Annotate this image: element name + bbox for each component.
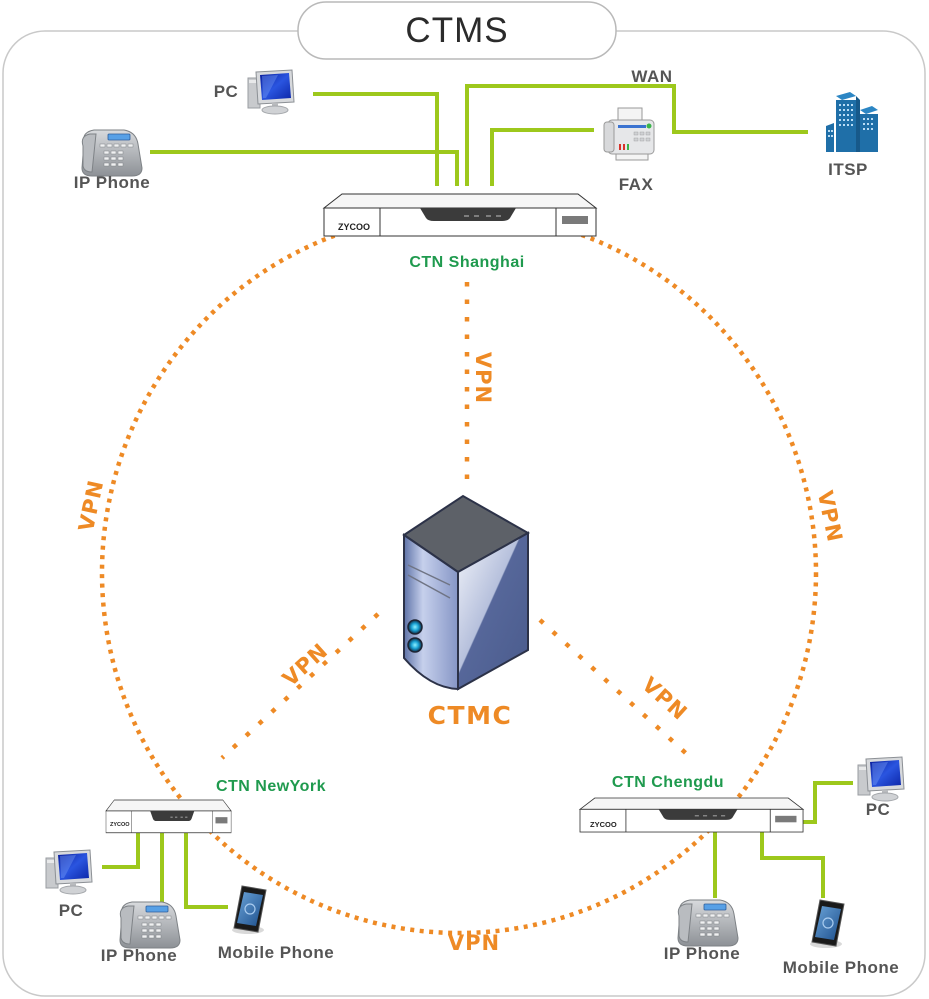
ctn-newyork-brand: ZYCOO — [110, 822, 130, 828]
vpn-label-ring-bottom: VPN — [448, 931, 500, 955]
shanghai-wires — [150, 84, 808, 186]
newyork-ip-phone: IP Phone — [101, 901, 181, 965]
ip-phone-icon — [119, 901, 181, 949]
vpn-spoke-left — [220, 612, 380, 760]
ctn-newyork-label: CTN NewYork — [216, 778, 326, 795]
ip-phone-icon — [677, 899, 739, 947]
shanghai-pc-label: PC — [214, 82, 239, 101]
shanghai-ip-phone: IP Phone — [74, 129, 150, 192]
server-icon — [402, 494, 531, 691]
ctmc-label: CTMC — [428, 701, 513, 730]
ctn-shanghai-brand: ZYCOO — [338, 222, 370, 232]
shanghai-pc: PC — [214, 69, 295, 115]
newyork-mobile: Mobile Phone — [218, 885, 335, 962]
newyork-ip-phone-label: IP Phone — [101, 946, 177, 965]
itsp: ITSP — [826, 92, 878, 179]
diagram-title: CTMS — [405, 11, 508, 50]
chengdu-mobile-label: Mobile Phone — [783, 958, 900, 977]
fax-label: FAX — [619, 175, 654, 194]
chengdu-wires — [713, 781, 853, 898]
newyork-pc: PC — [45, 849, 93, 920]
ctn-shanghai-label: CTN Shanghai — [409, 254, 524, 271]
newyork-mobile-label: Mobile Phone — [218, 943, 335, 962]
fax-icon — [603, 107, 655, 161]
ctn-chengdu-brand: ZYCOO — [590, 820, 617, 829]
ctn-newyork-device[interactable]: ZYCOO — [105, 799, 232, 834]
wan-label: WAN — [631, 67, 672, 86]
ctn-chengdu-label: CTN Chengdu — [612, 774, 724, 791]
newyork-pc-label: PC — [59, 901, 84, 920]
vpn-ring-link — [99, 210, 819, 936]
chengdu-mobile: Mobile Phone — [783, 899, 900, 977]
chengdu-pc: PC — [857, 756, 905, 819]
ctn-chengdu-device[interactable]: ZYCOO — [579, 797, 804, 833]
itsp-label: ITSP — [828, 160, 868, 179]
shanghai-fax: FAX — [603, 107, 655, 194]
shanghai-ip-phone-label: IP Phone — [74, 173, 150, 192]
ctn-shanghai-device[interactable]: ZYCOO — [323, 193, 597, 237]
vpn-label-top: VPN — [471, 352, 495, 404]
title-banner: CTMS — [297, 1, 617, 60]
newyork-wires — [102, 833, 228, 909]
building-icon — [826, 92, 878, 152]
ip-phone-icon — [81, 129, 143, 177]
chengdu-pc-label: PC — [866, 800, 891, 819]
chengdu-ip-phone-label: IP Phone — [664, 944, 740, 963]
ctmc-server[interactable] — [402, 494, 531, 691]
chengdu-ip-phone: IP Phone — [664, 899, 740, 963]
